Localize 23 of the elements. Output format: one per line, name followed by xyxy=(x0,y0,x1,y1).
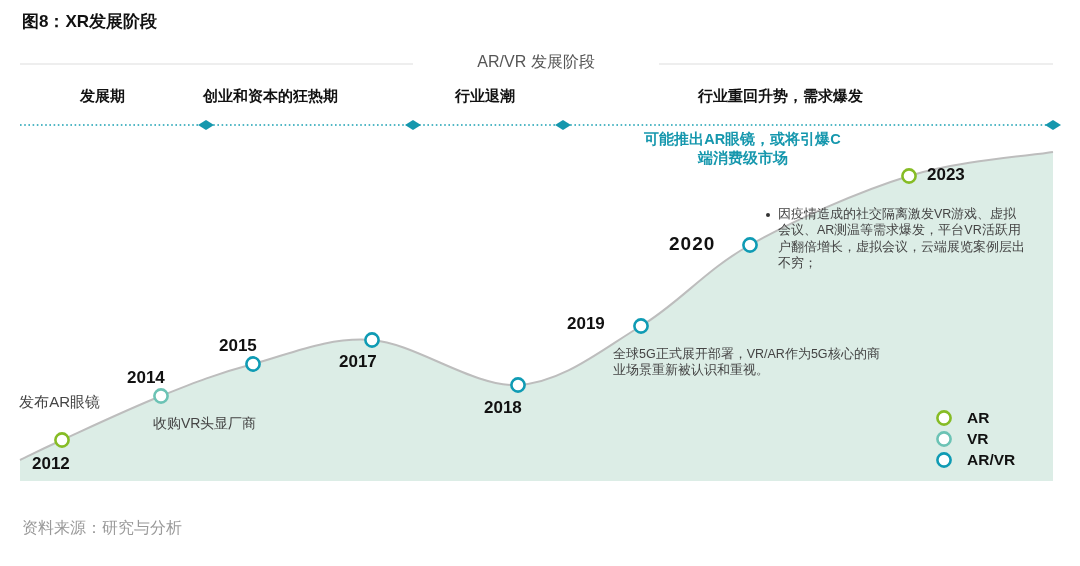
year-label: 2017 xyxy=(339,351,377,373)
note-text: 因疫情造成的社交隔离激发VR游戏、虚拟会议、AR测温等需求爆发，平台VR活跃用户翻倍增长，虚拟会议，云端展览案例层出不穷； xyxy=(778,206,1026,271)
phase-label: 创业和资本的狂热期 xyxy=(201,86,339,106)
callout-text: 可能推出AR眼镜，或将引爆C端消费级市场 xyxy=(643,130,842,168)
note-text: 全球5G正式展开部署，VR/AR作为5G核心的商业场景重新被认识和重视。 xyxy=(613,346,881,379)
year-label: 2012 xyxy=(32,453,70,475)
year-label: 2014 xyxy=(127,367,165,389)
phase-label: 发展期 xyxy=(78,86,126,106)
legend-label: VR xyxy=(967,429,989,449)
note-text: 收购VR头显厂商 xyxy=(153,414,258,433)
figure-title: 图8：XR发展阶段 xyxy=(22,11,158,33)
year-label: 2019 xyxy=(567,313,605,335)
year-label: 2023 xyxy=(927,164,965,186)
year-label: 2020 xyxy=(669,232,716,256)
year-label: 2018 xyxy=(484,397,522,419)
source-note: 资料来源：研究与分析 xyxy=(22,518,182,538)
note-text: 发布AR眼镜 xyxy=(18,392,100,412)
legend-label: AR/VR xyxy=(967,450,1016,470)
year-label: 2015 xyxy=(219,335,257,357)
phase-label: 行业重回升势，需求爆发 xyxy=(696,86,864,106)
section-heading: AR/VR 发展阶段 xyxy=(476,52,596,72)
legend-label: AR xyxy=(967,408,990,428)
phase-label: 行业退潮 xyxy=(454,86,516,106)
